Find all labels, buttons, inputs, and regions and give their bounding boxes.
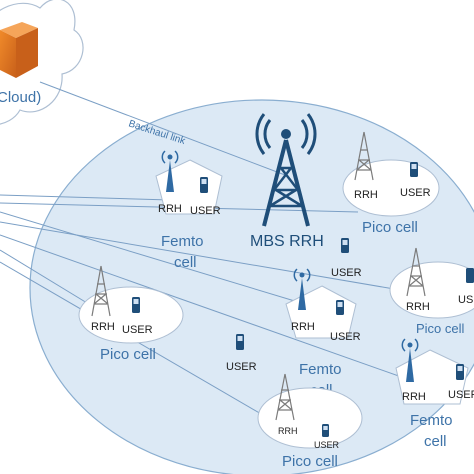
user-label: USER (314, 440, 340, 450)
rrh-antenna-icon (161, 150, 179, 192)
pico-cell-2: RRH USER (389, 247, 474, 319)
user-phone-icon (410, 162, 418, 177)
user-label: USER (122, 324, 153, 336)
pico-cell-4-label: Pico cell (282, 453, 338, 470)
user-label: USER (226, 361, 257, 373)
user-phone-icon (322, 424, 329, 437)
user-label: USER (448, 389, 474, 401)
pico-cell-3-label: Pico cell (100, 346, 156, 363)
pico-tower-icon (275, 373, 295, 421)
pico-tower-icon (91, 265, 111, 317)
user-label: USER (400, 187, 431, 199)
rrh-label: RRH (354, 189, 378, 201)
mbs-tower-icon (255, 113, 317, 227)
pico-cell-1-label: Pico cell (362, 219, 418, 236)
femto-cell-3-label-line1: Femto (410, 412, 453, 429)
pico-cell-2-label: Pico cell (416, 321, 465, 336)
user-phone-icon (336, 300, 344, 315)
rrh-label: RRH (278, 426, 298, 436)
rrh-label: RRH (158, 203, 182, 215)
rrh-label: RRH (291, 321, 315, 333)
user-label: USER (331, 267, 362, 279)
rrh-antenna-icon (401, 338, 419, 382)
rrh-label: RRH (402, 391, 426, 403)
user-label: USER (458, 294, 474, 306)
femto-cell-1-label-line1: Femto (161, 233, 204, 250)
user-label: USER (330, 331, 361, 343)
femto-cell-2-label-line1: Femto (299, 361, 342, 378)
rrh-label: RRH (91, 321, 115, 333)
femto-cell-2: RRH USER (285, 268, 361, 343)
rrh-antenna-icon (293, 268, 311, 310)
cloud-label: Cloud) (0, 89, 41, 106)
femto-cell-3-label-line2: cell (424, 433, 447, 450)
user-phone-icon (466, 268, 474, 283)
femto-cell-1-label-line2: cell (174, 254, 197, 271)
standalone-user-2: USER (226, 334, 257, 373)
user-phone-icon (200, 177, 208, 193)
femto-cell-1: RRH USER (155, 150, 223, 217)
pico-cell-1: RRH USER (342, 131, 440, 217)
mbs-label: MBS RRH (250, 233, 324, 250)
user-phone-icon (132, 297, 140, 313)
user-phone-icon (456, 364, 464, 380)
pico-tower-icon (406, 247, 426, 297)
rrh-label: RRH (406, 301, 430, 313)
standalone-user-1: USER (331, 238, 362, 279)
cloud-server-icon (0, 22, 38, 78)
femto-cell-3: RRH USER (395, 338, 474, 405)
pico-cell-4: RRH USER (257, 373, 363, 450)
pico-tower-icon (354, 131, 374, 181)
pico-cell-3: RRH USER (78, 265, 184, 344)
user-label: USER (190, 205, 221, 217)
